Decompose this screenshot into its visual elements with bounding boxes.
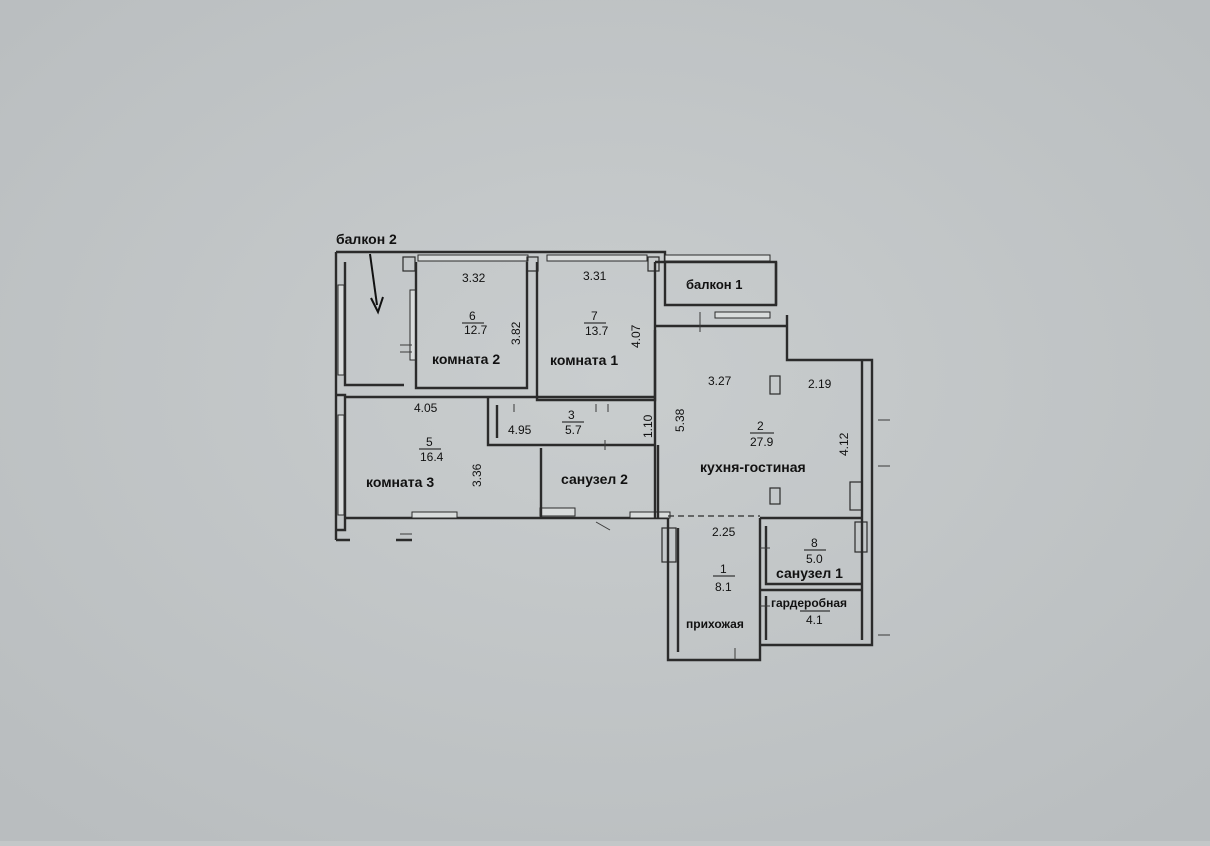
room-6-name: комната 2 [432, 351, 500, 367]
dim-2-25: 2.25 [712, 525, 736, 539]
dim-4-12: 4.12 [837, 432, 851, 456]
balcony-2-label: балкон 2 [336, 231, 397, 247]
wardrobe-area: 4.1 [806, 613, 823, 627]
room-3-number: 3 [568, 408, 575, 422]
dim-3-32: 3.32 [462, 271, 486, 285]
room-3-area: 5.7 [565, 423, 582, 437]
dim-1-10: 1.10 [641, 414, 655, 438]
room-7-number: 7 [591, 309, 598, 323]
room-6-area: 12.7 [464, 323, 488, 337]
door-marks [400, 312, 890, 660]
room-1-name: прихожая [686, 617, 744, 631]
wardrobe-name: гардеробная [771, 596, 847, 610]
room-5-area: 16.4 [420, 450, 444, 464]
room-5-name: комната 3 [366, 474, 434, 490]
dim-4-05: 4.05 [414, 401, 438, 415]
room-7-name: комната 1 [550, 352, 618, 368]
dim-3-82: 3.82 [509, 321, 523, 345]
room-2-name: кухня-гостиная [700, 459, 806, 475]
balcony-2-arrow [369, 253, 384, 315]
room-2-number: 2 [757, 419, 764, 433]
room-1-number: 1 [720, 562, 727, 576]
dim-4-07: 4.07 [629, 324, 643, 348]
room-8-area: 5.0 [806, 552, 823, 566]
dim-2-19: 2.19 [808, 377, 832, 391]
room-8-number: 8 [811, 536, 818, 550]
windows [337, 254, 771, 519]
room-8-name: санузел 1 [776, 565, 843, 581]
room-6-number: 6 [469, 309, 476, 323]
room-7-area: 13.7 [585, 324, 609, 338]
dim-5-38: 5.38 [673, 408, 687, 432]
room-2-area: 27.9 [750, 435, 774, 449]
room-5-number: 5 [426, 435, 433, 449]
dim-4-95: 4.95 [508, 423, 532, 437]
balcony-1-label: балкон 1 [686, 277, 743, 292]
room-1-area: 8.1 [715, 580, 732, 594]
dim-3-27: 3.27 [708, 374, 732, 388]
outer-walls [334, 250, 874, 662]
dim-3-36: 3.36 [470, 463, 484, 487]
dim-3-31: 3.31 [583, 269, 607, 283]
interior-walls [345, 256, 868, 645]
bathroom-2-name: санузел 2 [561, 471, 628, 487]
